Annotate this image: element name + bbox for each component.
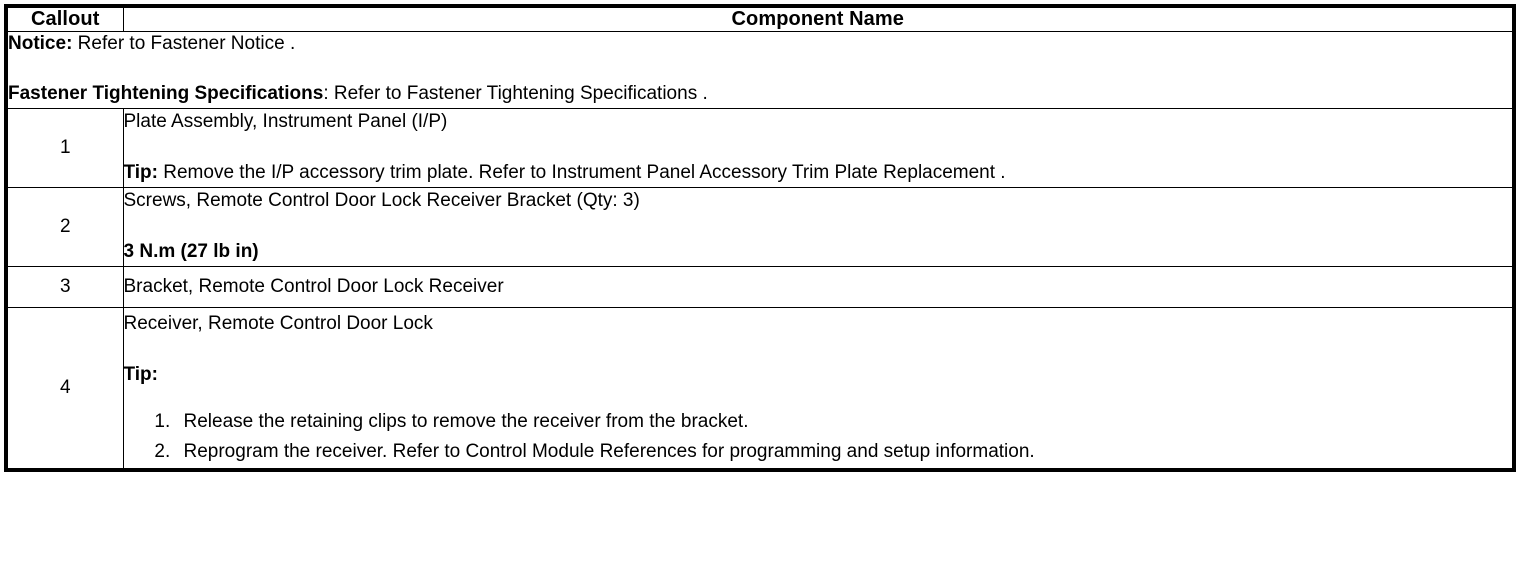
callout-number: 4 [5, 307, 124, 471]
tip-step-list: Release the retaining clips to remove th… [124, 409, 1513, 464]
column-header-component-name: Component Name [122, 5, 1515, 32]
notice-row: Notice: Refer to Fastener Notice . Faste… [5, 31, 1515, 109]
fastener-spec-label: Fastener Tightening Specifications [8, 82, 324, 104]
fastener-spec-body: : Refer to Fastener Tightening Specifica… [323, 82, 708, 104]
torque-specification: 3 N.m (27 lb in) [123, 240, 259, 262]
table-row: 3 Bracket, Remote Control Door Lock Rece… [5, 265, 1515, 309]
tip-label: Tip: [123, 161, 158, 183]
component-tip: Tip: Remove the I/P accessory trim plate… [124, 161, 1513, 186]
component-title: Plate Assembly, Instrument Panel (I/P) [123, 110, 448, 132]
list-item: Reprogram the receiver. Refer to Control… [176, 439, 1513, 465]
component-callout-table: Callout Component Name Notice: Refer to … [4, 4, 1516, 473]
table-header-row: Callout Component Name [5, 5, 1515, 32]
component-title: Screws, Remote Control Door Lock Receive… [123, 189, 640, 211]
component-name-cell: Plate Assembly, Instrument Panel (I/P) T… [122, 107, 1515, 188]
tip-body: Remove the I/P accessory trim plate. Ref… [157, 161, 1006, 183]
column-header-callout: Callout [5, 5, 124, 32]
list-item: Release the retaining clips to remove th… [176, 409, 1513, 435]
callout-number: 1 [5, 107, 124, 188]
component-name-cell: Screws, Remote Control Door Lock Receive… [122, 186, 1515, 267]
table-row: 1 Plate Assembly, Instrument Panel (I/P)… [5, 107, 1515, 188]
notice-paragraph: Notice: Refer to Fastener Notice . [8, 32, 1512, 56]
fastener-spec-paragraph: Fastener Tightening Specifications: Refe… [8, 82, 1512, 106]
notice-label: Notice: [8, 33, 73, 54]
component-title: Bracket, Remote Control Door Lock Receiv… [123, 275, 504, 297]
component-name-cell: Receiver, Remote Control Door Lock Tip: … [122, 307, 1515, 471]
component-name-cell: Bracket, Remote Control Door Lock Receiv… [122, 265, 1515, 309]
callout-number: 2 [5, 186, 124, 267]
callout-number: 3 [5, 265, 124, 309]
table-row: 4 Receiver, Remote Control Door Lock Tip… [5, 307, 1515, 471]
notice-body: Refer to Fastener Notice . [72, 33, 296, 54]
tip-label: Tip: [123, 363, 158, 385]
table-row: 2 Screws, Remote Control Door Lock Recei… [5, 186, 1515, 267]
notice-cell: Notice: Refer to Fastener Notice . Faste… [5, 31, 1515, 109]
component-title: Receiver, Remote Control Door Lock [123, 312, 433, 334]
